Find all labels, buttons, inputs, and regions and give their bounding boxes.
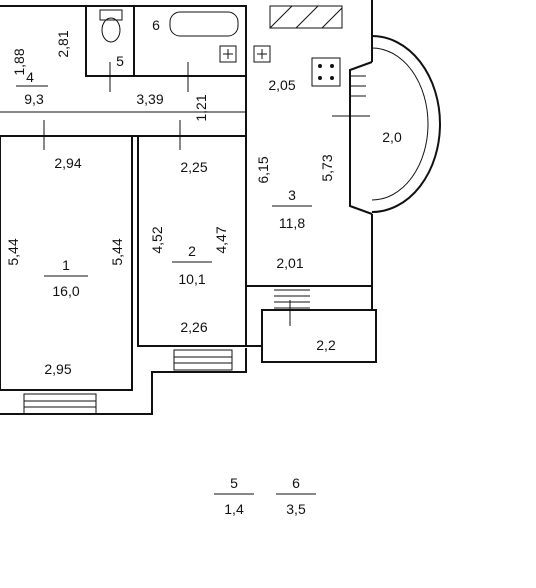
dim-label: 5,73 bbox=[319, 154, 335, 181]
dim-label: 2,95 bbox=[44, 361, 71, 377]
dim-label: 4,52 bbox=[149, 226, 165, 253]
dimension-lines bbox=[0, 62, 370, 326]
bath-marker: 6 bbox=[152, 17, 160, 33]
dim-label: 2,25 bbox=[180, 159, 207, 175]
room-number: 1 bbox=[62, 257, 70, 273]
room-area: 1,4 bbox=[224, 501, 244, 517]
dimension-labels: 2,81 1,88 3,39 1,21 2,05 2,0 2,94 2,25 6… bbox=[5, 30, 402, 377]
wc-marker: 5 bbox=[116, 53, 124, 69]
bath-outline bbox=[133, 5, 247, 77]
room2-outline bbox=[137, 135, 247, 347]
room-label-r1: 1 16,0 bbox=[44, 257, 88, 299]
dim-ticks-corridor bbox=[43, 120, 181, 150]
room1-right-bottom bbox=[0, 136, 133, 391]
dim-label: 5,44 bbox=[5, 238, 21, 265]
bathtub-icon bbox=[169, 11, 239, 37]
balcony-outline bbox=[261, 309, 377, 363]
room-number: 3 bbox=[288, 187, 296, 203]
room-area: 11,8 bbox=[279, 215, 305, 231]
room-area: 3,5 bbox=[286, 501, 306, 517]
kitchen-left-bottom bbox=[245, 6, 372, 287]
dim-label: 2,05 bbox=[268, 77, 295, 93]
room-number: 6 bbox=[292, 475, 300, 491]
window-room2 bbox=[173, 349, 233, 371]
dim-ticks-top bbox=[109, 62, 189, 92]
fixtures bbox=[23, 5, 366, 415]
room-area: 10,1 bbox=[178, 271, 205, 287]
dim-label: 2,94 bbox=[54, 155, 81, 171]
counter-hatch bbox=[269, 5, 343, 29]
dim-label: 6,15 bbox=[255, 156, 271, 183]
room-label-r2: 2 10,1 bbox=[172, 243, 212, 287]
dim-label: 2,01 bbox=[276, 255, 303, 271]
stove-icon bbox=[311, 57, 341, 87]
room-area: 16,0 bbox=[52, 283, 79, 299]
dim-label: 2,26 bbox=[180, 319, 207, 335]
room-label-r3: 3 11,8 bbox=[272, 187, 312, 231]
dim-label: 2,2 bbox=[316, 337, 336, 353]
window-room1 bbox=[23, 393, 97, 415]
room-label-r4: 4 9,3 bbox=[16, 69, 48, 107]
room-label-r5: 5 1,4 bbox=[214, 475, 254, 517]
bay-window-arc-inner bbox=[371, 47, 429, 201]
room-number: 5 bbox=[230, 475, 238, 491]
bay-window-inner bbox=[349, 61, 373, 215]
radiator-marks bbox=[274, 75, 366, 309]
room-area: 9,3 bbox=[24, 91, 44, 107]
room-number: 2 bbox=[188, 243, 196, 259]
outer-bottom bbox=[0, 348, 247, 415]
toilet-icon bbox=[99, 9, 123, 43]
dim-label: 1,88 bbox=[11, 48, 27, 75]
dim-label: 3,39 bbox=[136, 91, 163, 107]
wall-link bbox=[246, 310, 263, 347]
socket-icon bbox=[219, 45, 237, 63]
socket-icon bbox=[253, 45, 271, 63]
room-number: 4 bbox=[26, 69, 34, 85]
dim-label: 5,44 bbox=[109, 238, 125, 265]
walls bbox=[0, 0, 441, 415]
dim-label: 1,21 bbox=[193, 94, 209, 121]
dim-label: 2,0 bbox=[382, 129, 402, 145]
room-label-r6: 6 3,5 bbox=[276, 475, 316, 517]
dim-label: 4,47 bbox=[213, 226, 229, 253]
bay-window-arc bbox=[371, 35, 441, 213]
dim-label: 2,81 bbox=[55, 30, 71, 57]
